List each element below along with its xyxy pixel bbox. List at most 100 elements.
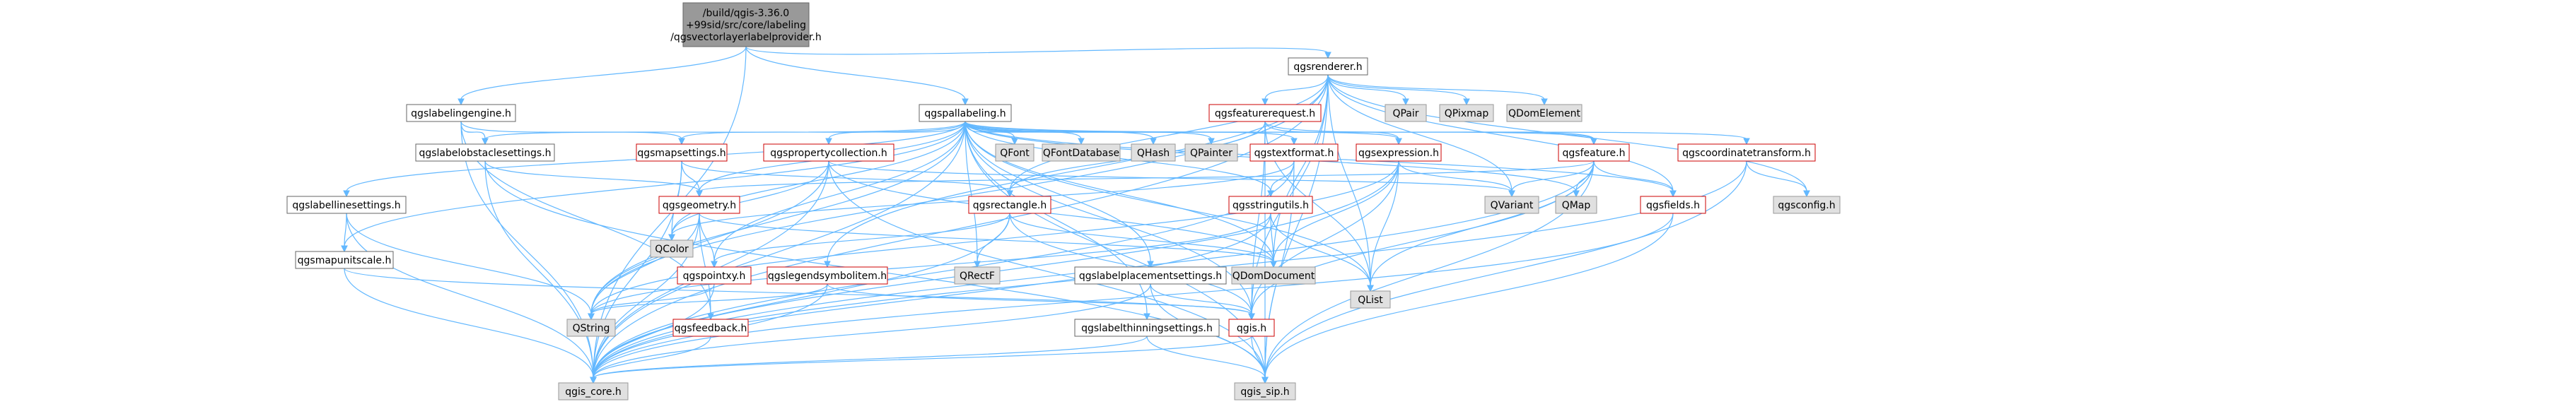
node-box — [658, 196, 740, 214]
dependency-edge — [699, 213, 711, 315]
node-box — [1228, 196, 1313, 214]
edge-arrowhead — [1743, 138, 1750, 146]
node-label: qgslabellinesettings.h — [292, 200, 400, 211]
node-label: QFontDatabase — [1043, 148, 1119, 159]
dependency-edge — [745, 46, 1329, 55]
node-qgsgeometry[interactable]: qgsgeometry.h — [658, 196, 740, 214]
dependency-edge — [1264, 121, 1399, 140]
node-qgslabelingengine[interactable]: qgslabelingengine.h — [406, 104, 516, 122]
node-qcolor: QColor — [650, 239, 694, 258]
node-root[interactable]: /build/qgis-3.36.0+99sid/src/core/labeli… — [670, 2, 822, 47]
node-qgscoordinatetransform[interactable]: qgscoordinatetransform.h — [1677, 143, 1816, 162]
dependency-edge — [1273, 160, 1399, 263]
edge-arrowhead — [1261, 98, 1269, 106]
node-qgspointxy[interactable]: qgspointxy.h — [677, 266, 752, 285]
node-qgis[interactable]: qgis.h — [1228, 319, 1275, 337]
node-qgsmapunitscale[interactable]: qgsmapunitscale.h — [295, 251, 394, 269]
edge-arrowhead — [341, 245, 348, 253]
dependency-edge — [1270, 213, 1274, 263]
node-label: qgstextformat.h — [1254, 148, 1334, 159]
node-box — [406, 104, 516, 122]
node-qgsexpression[interactable]: qgsexpression.h — [1356, 143, 1442, 162]
dependency-edge — [1146, 336, 1266, 379]
dependency-edge — [1327, 74, 1467, 100]
node-qgslegendsymbolitem[interactable]: qgslegendsymbolitem.h — [767, 266, 888, 285]
node-qgspallabeling[interactable]: qgspallabeling.h — [919, 104, 1012, 122]
node-label: qgsfields.h — [1646, 200, 1700, 211]
dependency-edge — [1009, 213, 1252, 315]
node-box — [1042, 143, 1121, 162]
node-label: qgsfeature.h — [1563, 148, 1626, 159]
dependency-edge — [1264, 74, 1329, 100]
dependency-edge — [745, 46, 966, 100]
dependency-edge — [1746, 160, 1807, 192]
node-label: qgslegendsymbolitem.h — [768, 271, 887, 282]
node-qmap: QMap — [1555, 196, 1597, 214]
dependency-edge — [344, 213, 347, 247]
node-label: qgis_core.h — [565, 386, 622, 398]
edge-arrowhead — [1078, 138, 1085, 146]
edge-arrowhead — [1590, 138, 1597, 146]
node-box — [968, 196, 1051, 214]
node-qgslabellinesettings[interactable]: qgslabellinesettings.h — [286, 196, 407, 214]
dependency-edge — [590, 213, 700, 315]
dependency-edge — [1593, 160, 1674, 192]
node-box — [1228, 319, 1275, 337]
node-label: qgsgeometry.h — [663, 200, 736, 211]
node-label: QColor — [655, 244, 689, 255]
dependency-edge — [593, 213, 700, 379]
node-qgslabelplacementsettings[interactable]: qgslabelplacementsettings.h — [1074, 266, 1227, 285]
node-box — [1484, 196, 1539, 214]
node-qgsfeedback[interactable]: qgsfeedback.h — [672, 319, 749, 337]
node-qpixmap: QPixmap — [1439, 104, 1494, 122]
dependency-edge — [699, 160, 1595, 192]
node-label: QMap — [1562, 200, 1591, 211]
dependency-edge — [681, 121, 966, 140]
edge-arrowhead — [1261, 377, 1269, 384]
node-label: qgspallabeling.h — [924, 108, 1006, 119]
node-box — [286, 196, 407, 214]
node-qgsmapsettings[interactable]: qgsmapsettings.h — [636, 143, 728, 162]
node-qgsrectangle[interactable]: qgsrectangle.h — [968, 196, 1051, 214]
edge-arrowhead — [1367, 285, 1374, 292]
node-qgsfeaturerequest[interactable]: qgsfeaturerequest.h — [1208, 104, 1322, 122]
edge-arrowhead — [1541, 98, 1548, 106]
node-qgsfeature[interactable]: qgsfeature.h — [1558, 143, 1630, 162]
node-qstring: QString — [566, 319, 616, 337]
node-box — [1555, 196, 1597, 214]
node-label: QRectF — [960, 271, 995, 282]
node-box — [1356, 143, 1442, 162]
node-label: qgscoordinatetransform.h — [1682, 148, 1811, 159]
node-qgstextformat[interactable]: qgstextformat.h — [1249, 143, 1339, 162]
node-qgsstringutils[interactable]: qgsstringutils.h — [1228, 196, 1313, 214]
dependency-edge — [681, 160, 1010, 192]
edge-arrowhead — [1573, 190, 1580, 198]
edge-arrowhead — [974, 261, 981, 268]
node-qgspropertycollection[interactable]: qgspropertycollection.h — [763, 143, 894, 162]
dependency-edge — [964, 121, 1151, 263]
node-qgsrenderer[interactable]: qgsrenderer.h — [1288, 57, 1368, 76]
node-box — [558, 382, 629, 401]
edge-arrowhead — [678, 138, 685, 146]
node-qgslabelthinningsettings[interactable]: qgslabelthinningsettings.h — [1074, 319, 1220, 337]
node-box — [1074, 266, 1227, 285]
node-qgis-sip: qgis_sip.h — [1234, 382, 1296, 401]
node-label: QDomElement — [1508, 108, 1580, 119]
dependency-edge — [460, 121, 486, 140]
dependency-edge — [590, 213, 1271, 315]
node-qgslabelobstaclesettings[interactable]: qgslabelobstaclesettings.h — [415, 143, 555, 162]
node-label: qgsfeedback.h — [675, 323, 747, 334]
edge-arrowhead — [1006, 190, 1013, 198]
node-box — [763, 143, 894, 162]
edge-arrowhead — [590, 377, 597, 384]
dependency-edge — [484, 160, 700, 192]
node-label: qgslabelingengine.h — [411, 108, 511, 119]
node-box — [1184, 143, 1238, 162]
edge-arrowhead — [1248, 313, 1255, 321]
node-label: qgis_sip.h — [1240, 386, 1289, 398]
node-box — [1288, 57, 1368, 76]
node-qgsconfig: qgsconfig.h — [1773, 196, 1841, 214]
node-qgsfields[interactable]: qgsfields.h — [1640, 196, 1706, 214]
edge-arrowhead — [1324, 52, 1331, 59]
